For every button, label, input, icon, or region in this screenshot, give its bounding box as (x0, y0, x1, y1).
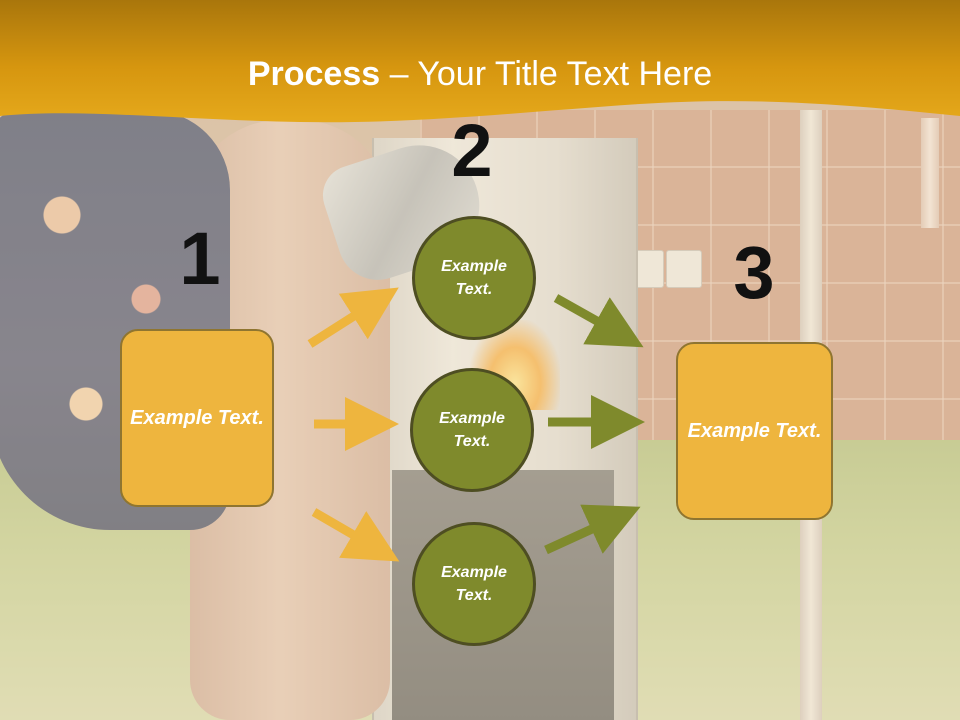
step-number-2: 2 (451, 109, 493, 192)
step-number-1: 1 (179, 217, 221, 300)
step-3-box-text: Example Text. (687, 419, 822, 442)
title-bold: Process (247, 55, 381, 93)
step-2-circle-bottom[interactable]: Example Text. (412, 522, 536, 646)
circle-text: Example Text. (439, 410, 505, 450)
background-pipe-small (921, 118, 939, 228)
slide-title: Process – Your Title Text Here (0, 52, 960, 96)
step-2-circle-middle[interactable]: Example Text. (410, 368, 534, 492)
step-number-3: 3 (733, 231, 775, 314)
circle-text: Example Text. (441, 564, 507, 604)
step-1-box-text: Example Text. (130, 406, 264, 429)
circle-text: Example Text. (441, 258, 507, 298)
header-band (0, 0, 960, 123)
step-2-circle-top[interactable]: Example Text. (412, 216, 536, 340)
step-1-box[interactable]: Example Text. (120, 329, 274, 507)
background-socket (666, 250, 702, 288)
step-3-box[interactable]: Example Text. (676, 342, 833, 520)
title-rest: – Your Title Text Here (380, 55, 713, 93)
